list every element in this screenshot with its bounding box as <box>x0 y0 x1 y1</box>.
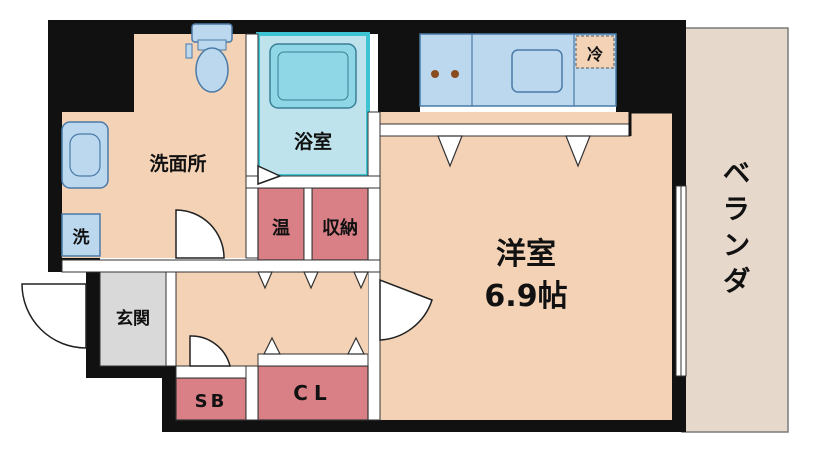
wall-corridor-top <box>61 259 381 273</box>
washroom-door[interactable] <box>175 209 225 259</box>
window-mark-icon <box>565 135 591 168</box>
wall-wash-bath <box>245 33 259 259</box>
western-room-door[interactable] <box>379 278 433 341</box>
wall-entrance <box>165 271 177 367</box>
water-heater-label: 温 <box>272 218 290 239</box>
kitchen-wall <box>379 123 631 137</box>
toilet-bowl-icon <box>195 47 229 93</box>
window-mark-icon <box>437 135 463 168</box>
closet-door-icon <box>347 336 365 355</box>
toilet-tank-icon <box>191 23 233 43</box>
closet-door-icon <box>257 271 273 290</box>
toilet-paper-icon <box>185 43 193 59</box>
fridge-label: 冷 <box>587 45 603 64</box>
bath-door[interactable] <box>257 164 282 186</box>
entrance-label: 玄関 <box>116 308 150 329</box>
western-room-name: 洋室 <box>496 237 556 272</box>
closet-door-icon <box>263 336 281 355</box>
balcony-area <box>681 27 789 433</box>
shoe-box <box>175 377 247 421</box>
bath-label: 浴室 <box>294 130 332 153</box>
closet-box <box>257 365 369 421</box>
wall-closet <box>257 353 369 367</box>
storage-label: 収納 <box>322 217 358 239</box>
bath-tub <box>269 43 357 109</box>
washer-label: 洗 <box>73 227 90 248</box>
western-room-size: 6.9帖 <box>484 279 567 314</box>
corridor-door[interactable] <box>189 335 231 367</box>
stove-knob-icon <box>451 70 459 78</box>
balcony-label: ベランダ <box>719 158 752 302</box>
fridge-space <box>575 35 615 69</box>
closet-door-icon <box>303 271 319 290</box>
western-room-floor <box>380 136 672 420</box>
stove-knob-icon <box>431 70 439 78</box>
bath-tub-inner <box>277 51 349 101</box>
washer-icon <box>61 213 101 257</box>
washroom-label: 洗面所 <box>149 152 206 175</box>
wall-storage-mid <box>303 187 313 261</box>
entrance-door[interactable] <box>21 283 87 349</box>
closet-label: CL <box>293 381 332 405</box>
closet-door-icon <box>353 271 369 290</box>
sink-icon <box>511 49 563 93</box>
wall-shoe-cl <box>245 365 259 421</box>
washbasin-bowl-icon <box>69 133 101 177</box>
entrance-floor <box>99 271 167 367</box>
wall-storage-top <box>245 175 381 189</box>
shoe-box-label: SB <box>195 391 228 412</box>
